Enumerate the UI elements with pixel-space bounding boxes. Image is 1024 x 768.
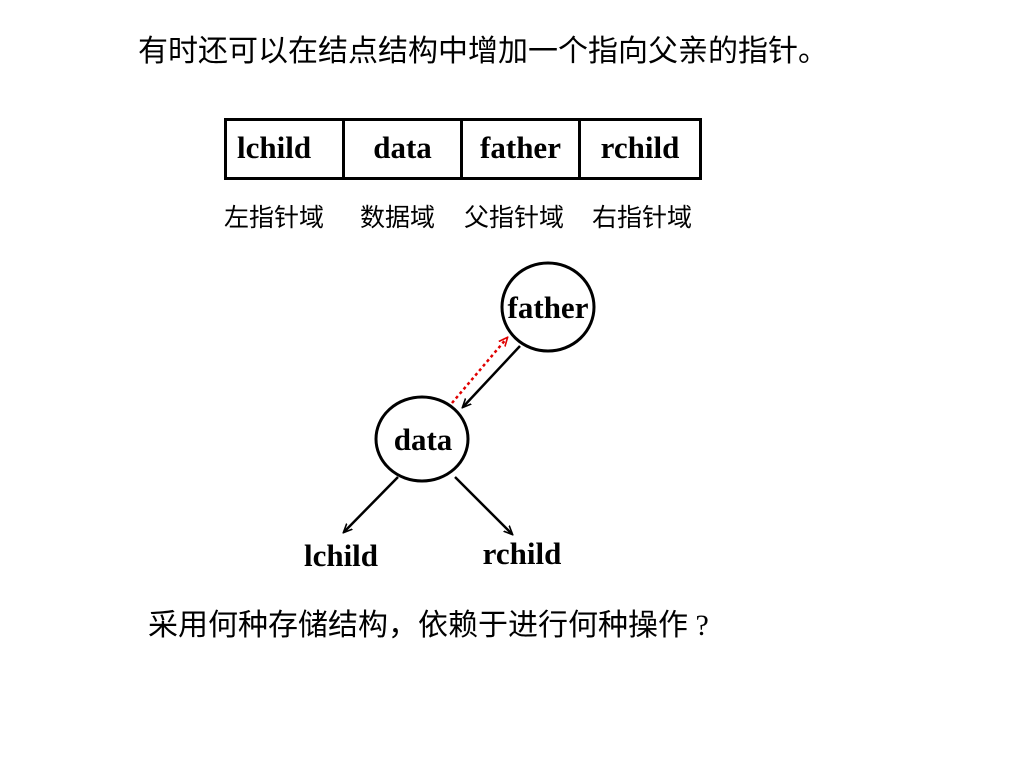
lchild-label: lchild: [304, 538, 378, 573]
field-data: data: [345, 121, 463, 177]
slide-title: 有时还可以在结点结构中增加一个指向父亲的指针。: [138, 35, 828, 68]
node-structure-table: lchild data father rchild: [224, 118, 702, 180]
rchild-label: rchild: [483, 536, 562, 571]
field-desc-data: 数据域: [360, 205, 436, 232]
data-node-label: data: [394, 422, 453, 457]
father-node-circle: [500, 261, 596, 353]
edge-data-to-lchild: [344, 476, 399, 532]
field-lchild: lchild: [227, 121, 345, 177]
field-rchild: rchild: [600, 130, 680, 165]
data-node-circle: [374, 395, 470, 483]
field-desc-parent-pointer: 父指针域: [464, 205, 565, 232]
question-text: 采用何种存储结构，依赖于进行何种操作 ?: [148, 609, 709, 642]
field-desc-left-pointer: 左指针域: [224, 205, 325, 232]
field-desc-right-pointer: 右指针域: [592, 205, 693, 232]
father-node-label: father: [508, 290, 589, 325]
edge-data-to-rchild: [454, 476, 512, 534]
field-father: father: [463, 121, 581, 177]
edge-father-to-data: [463, 345, 521, 407]
parent-pointer-arrow: [451, 338, 507, 404]
